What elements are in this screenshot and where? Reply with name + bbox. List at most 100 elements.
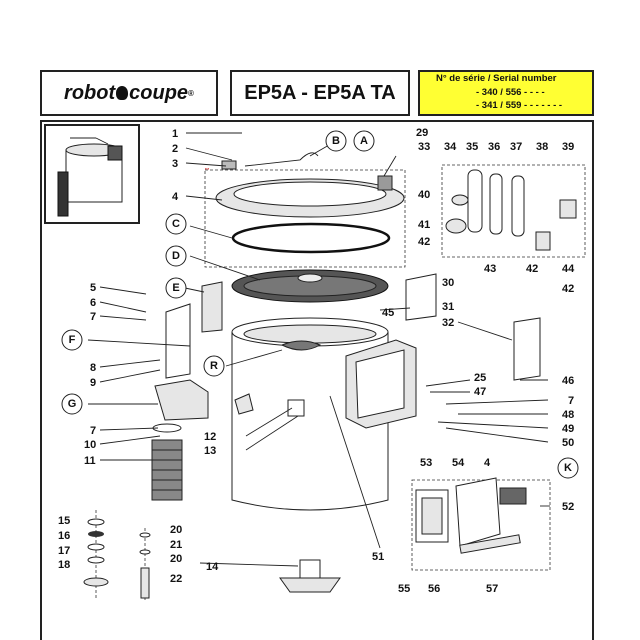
part-20: 20	[170, 524, 182, 536]
callout-c: C	[172, 218, 180, 230]
bracket-f	[165, 303, 191, 379]
callout-g: G	[68, 398, 77, 410]
part-42: 42	[418, 236, 430, 248]
callout-r: R	[210, 360, 218, 372]
part-5: 5	[90, 282, 96, 294]
part-35: 35	[466, 141, 478, 153]
part-36: 36	[488, 141, 500, 153]
part-4: 4	[172, 191, 179, 203]
outlet-chute	[345, 339, 417, 429]
part-47: 47	[474, 386, 486, 398]
svg-text:▪▪▪: ▪▪▪	[205, 166, 210, 171]
part-22: 22	[170, 573, 182, 585]
brand-chef-icon	[116, 86, 129, 100]
part-31: 31	[442, 301, 454, 313]
part-14: 14	[206, 561, 219, 573]
handle-left	[467, 169, 483, 233]
part-40: 40	[418, 189, 430, 201]
callout-f: F	[69, 334, 76, 346]
label-plate	[499, 487, 527, 505]
part-52: 52	[562, 501, 574, 513]
part-57: 57	[486, 583, 498, 595]
part-37: 37	[510, 141, 522, 153]
part-11: 11	[84, 455, 96, 467]
part-43: 43	[484, 263, 496, 275]
part-7: 7	[90, 311, 96, 323]
part-53: 53	[420, 457, 432, 469]
rotor-disc	[281, 340, 322, 351]
door-plate	[455, 477, 501, 547]
callout-e: E	[172, 282, 179, 294]
model-name: EP5A - EP5A TA	[244, 81, 396, 104]
part-45: 45	[382, 307, 394, 319]
callout-b: B	[332, 135, 340, 147]
part-numbers: 1 2 3 4 5 6 7 8 9 7 10 11 12 13 14 15 16…	[58, 127, 575, 595]
part-7-b: 7	[90, 425, 96, 437]
part-34: 34	[444, 141, 457, 153]
part-33: 33	[418, 141, 430, 153]
part-50: 50	[562, 437, 574, 449]
part-49: 49	[562, 423, 574, 435]
serial-line-2: - 341 / 559 - - - - - - -	[476, 100, 563, 111]
lid-assembly-box	[204, 169, 406, 268]
leader-lines	[87, 132, 550, 567]
part-2: 2	[172, 143, 178, 155]
part-16: 16	[58, 530, 70, 542]
handle-assembly-box	[441, 164, 586, 258]
bracket-e	[201, 281, 223, 333]
part-42-b: 42	[526, 263, 538, 275]
part-56: 56	[428, 583, 440, 595]
part-41: 41	[418, 219, 430, 231]
part-51: 51	[372, 551, 384, 563]
lid-seal	[231, 222, 391, 254]
part-44: 44	[562, 263, 575, 275]
brand-logo: robot coupe ®	[40, 70, 218, 116]
drain-hose	[151, 423, 183, 501]
brand-word: robot	[64, 81, 116, 104]
part-39: 39	[562, 141, 574, 153]
part-9: 9	[90, 377, 96, 389]
part-6: 6	[90, 297, 96, 309]
deflector-plate	[405, 273, 437, 321]
lid-top	[233, 181, 387, 207]
shaft-assembly	[83, 510, 341, 600]
lid-knob	[377, 175, 393, 191]
abrasive-plate	[231, 269, 389, 303]
part-3: 3	[172, 158, 178, 170]
thumbnail-machine-icon	[57, 137, 123, 217]
serial-box	[418, 70, 594, 116]
part-48: 48	[562, 409, 574, 421]
brand-word-2: coupe	[129, 81, 189, 104]
part-30: 30	[442, 277, 454, 289]
part-20-b: 20	[170, 553, 182, 565]
part-38: 38	[536, 141, 548, 153]
serial-title: N° de série / Serial number	[436, 73, 557, 84]
part-15: 15	[58, 515, 70, 527]
motor-cover-g	[154, 379, 209, 421]
part-12: 12	[204, 431, 216, 443]
registered-mark: ®	[188, 88, 194, 98]
tap-valve	[221, 160, 237, 170]
part-21: 21	[170, 539, 182, 551]
callout-k: K	[564, 462, 572, 474]
part-17: 17	[58, 545, 70, 557]
part-55: 55	[398, 583, 410, 595]
part-1: 1	[172, 128, 178, 140]
callout-a: A	[360, 135, 368, 147]
callout-letters: B A C D E F G R K	[61, 130, 579, 479]
part-42-c: 42	[562, 283, 574, 295]
tap-spout	[244, 152, 319, 167]
part-4-b: 4	[484, 457, 491, 469]
logo-box	[40, 70, 218, 116]
serial-line-1: - 340 / 556 - - - -	[476, 86, 545, 98]
part-46: 46	[562, 375, 574, 387]
door-assembly-box	[411, 479, 551, 571]
serial-number-block: N° de série / Serial number - 340 / 556 …	[418, 72, 594, 116]
part-8: 8	[90, 362, 96, 374]
part-29: 29	[416, 127, 428, 139]
model-box	[230, 70, 410, 116]
callout-d: D	[172, 250, 180, 262]
hinge-plate	[513, 317, 541, 381]
part-13: 13	[204, 445, 216, 457]
